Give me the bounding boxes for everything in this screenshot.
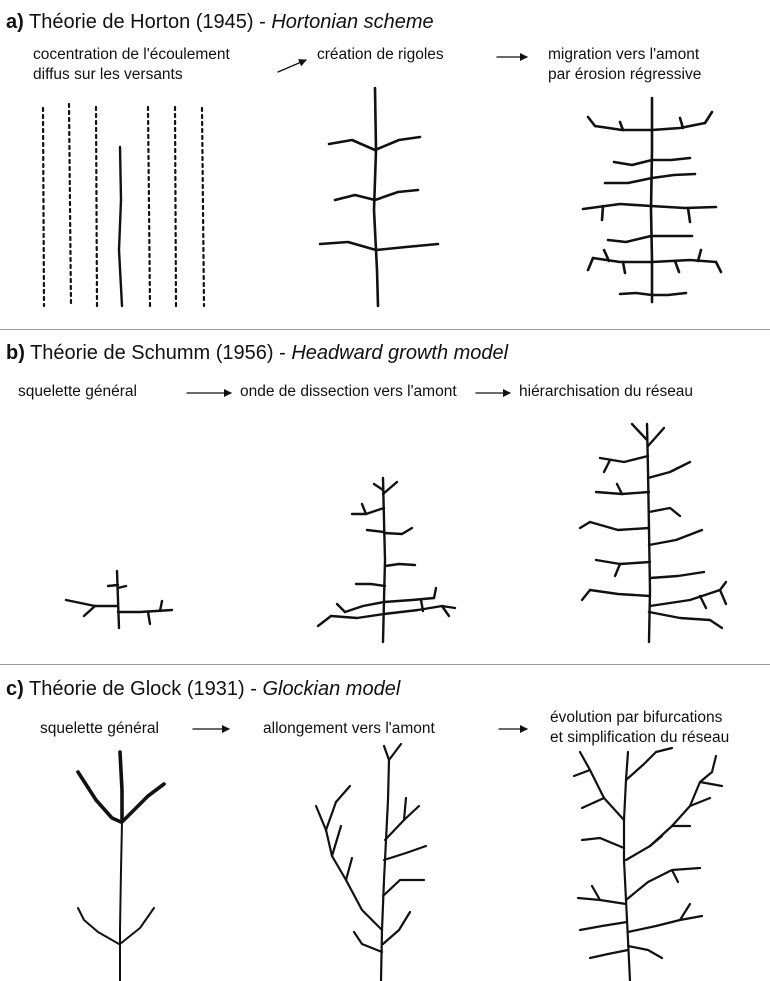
glock-stage-3-drawing — [574, 748, 722, 981]
schumm-stage-3-drawing — [580, 424, 726, 642]
glock-stage-2-drawing — [316, 744, 426, 981]
horton-stage-3-drawing — [583, 98, 721, 302]
right-arrow-icon — [278, 60, 306, 72]
schumm-stage-2-drawing — [318, 478, 455, 642]
glock-stage-1-drawing — [78, 752, 164, 981]
schumm-stage-1-drawing — [66, 571, 172, 628]
horton-stage-2-drawing — [320, 88, 438, 306]
horton-stage-1-drawing — [43, 104, 204, 306]
